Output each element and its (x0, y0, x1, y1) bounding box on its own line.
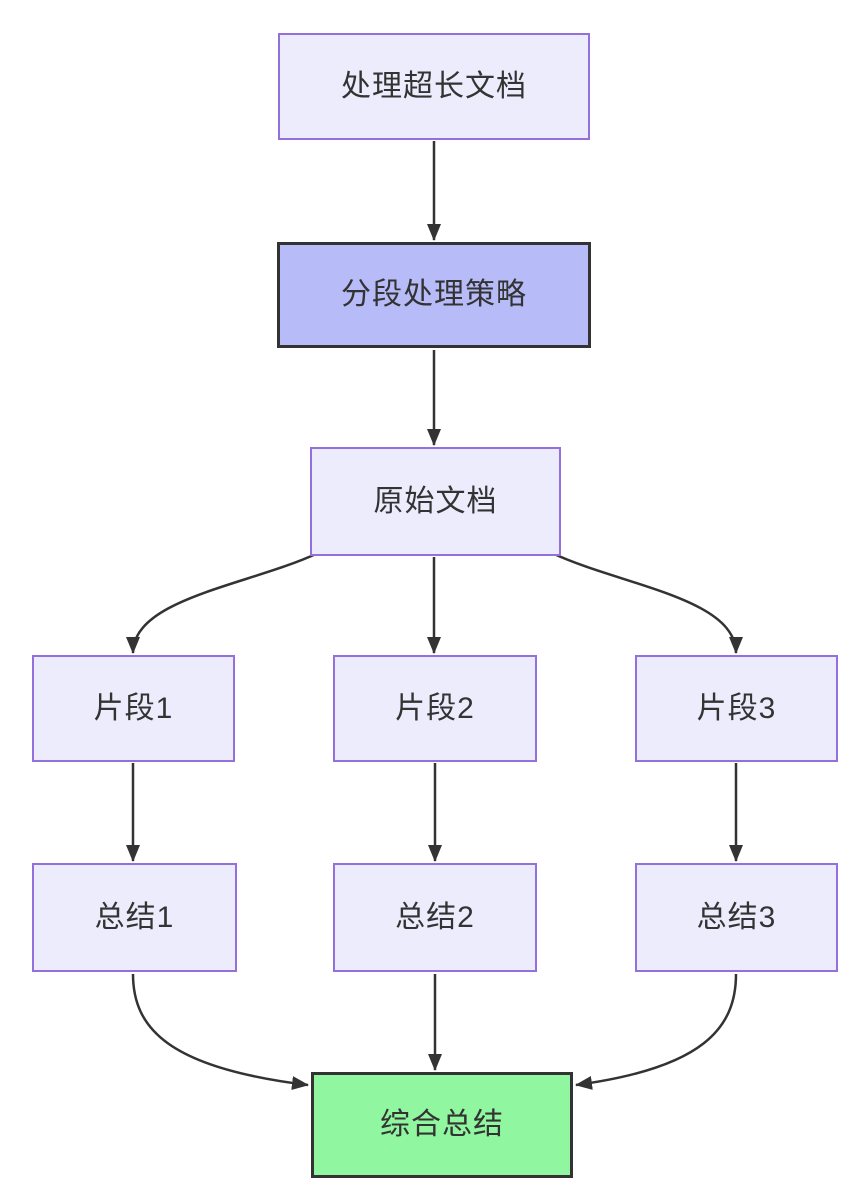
flow-node-segment-2: 片段2 (333, 655, 537, 762)
flow-node-summary-3: 总结3 (635, 863, 838, 972)
edge-e3-f (575, 973, 738, 1090)
edge-e1-f (131, 973, 309, 1091)
flow-node-summary-1: 总结1 (32, 863, 237, 972)
edge-c-d3 (551, 551, 743, 654)
flow-node-final-summary: 综合总结 (311, 1072, 573, 1178)
node-label: 综合总结 (380, 1108, 504, 1141)
flow-node-original-document: 原始文档 (310, 447, 561, 556)
node-label: 片段2 (395, 691, 475, 725)
flow-node-segmentation-strategy: 分段处理策略 (277, 242, 591, 348)
node-label: 总结2 (395, 900, 475, 934)
node-label: 片段3 (696, 691, 777, 725)
node-label: 片段1 (93, 691, 174, 725)
edge-c-d1 (126, 551, 319, 654)
node-label: 总结3 (696, 900, 777, 934)
flow-node-segment-1: 片段1 (32, 655, 235, 762)
node-label: 处理超长文档 (341, 69, 527, 103)
flow-node-process-long-document: 处理超长文档 (278, 33, 590, 140)
node-label: 分段处理策略 (341, 278, 527, 311)
flow-node-summary-2: 总结2 (333, 863, 537, 972)
node-label: 原始文档 (373, 484, 498, 518)
node-label: 总结1 (94, 900, 175, 934)
flow-node-segment-3: 片段3 (635, 655, 838, 762)
